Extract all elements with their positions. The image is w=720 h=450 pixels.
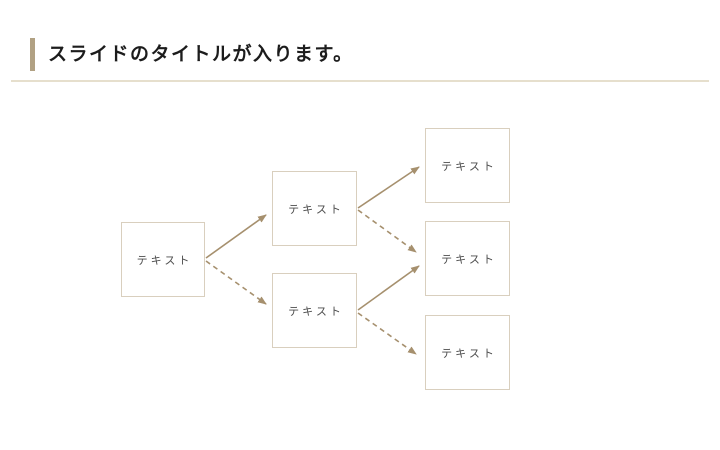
node-branch-top-label: テキスト — [288, 203, 344, 216]
arrow-branch-bottom-to-leaf-bottom — [357, 312, 417, 355]
node-leaf-top-label: テキスト — [441, 160, 497, 173]
node-branch-bottom: テキスト — [272, 273, 357, 348]
node-start: テキスト — [121, 222, 205, 297]
arrow-start-to-branch-top — [205, 214, 267, 259]
node-leaf-middle: テキスト — [425, 221, 510, 296]
node-leaf-bottom-label: テキスト — [441, 347, 497, 360]
slide-title: スライドのタイトルが入ります。 — [48, 44, 354, 65]
node-leaf-middle-label: テキスト — [441, 253, 497, 266]
node-leaf-bottom: テキスト — [425, 315, 510, 390]
node-start-label: テキスト — [136, 254, 193, 267]
arrow-branch-bottom-to-leaf-middle — [357, 265, 420, 311]
node-leaf-top: テキスト — [425, 128, 510, 203]
title-divider-line — [11, 80, 709, 82]
arrow-start-to-branch-bottom — [205, 260, 267, 305]
arrow-branch-top-to-leaf-middle — [357, 209, 417, 253]
arrow-branch-top-to-leaf-top — [357, 166, 420, 209]
node-branch-top: テキスト — [272, 171, 357, 246]
title-accent-bar — [30, 38, 35, 71]
node-branch-bottom-label: テキスト — [288, 305, 344, 318]
